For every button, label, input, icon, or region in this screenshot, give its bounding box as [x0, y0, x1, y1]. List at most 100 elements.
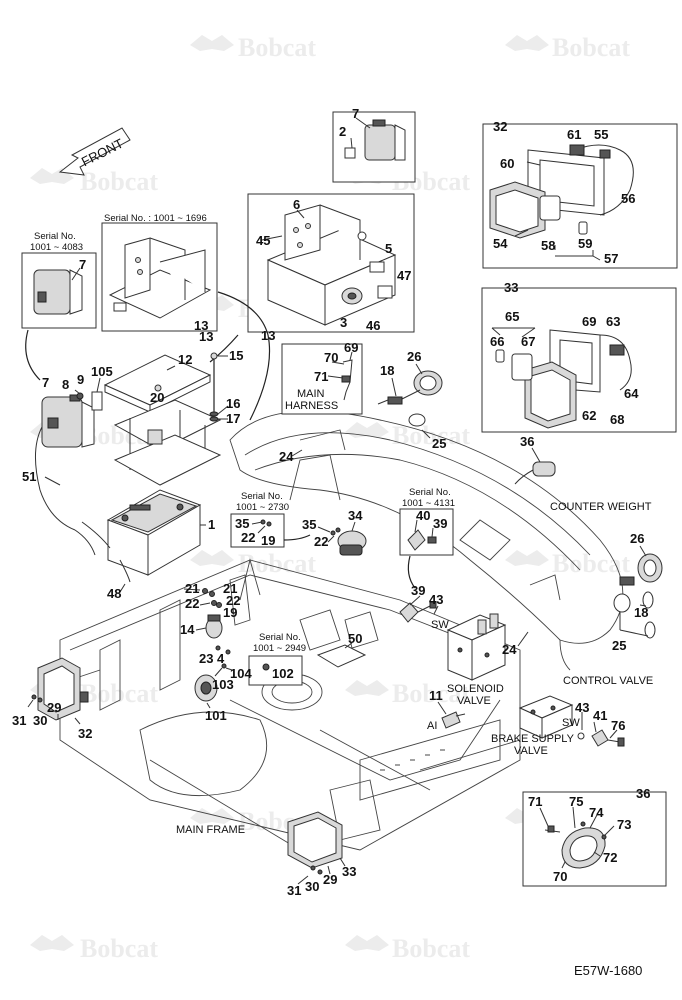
callout-35: 35: [235, 516, 249, 531]
counter-weight-structure: [229, 410, 624, 671]
callout-29: 29: [323, 872, 337, 887]
svg-text:Bobcat: Bobcat: [392, 679, 470, 708]
rear-lamp-upper: [377, 363, 443, 439]
ai-label: AI: [427, 720, 437, 732]
battery-bracket-12: [103, 354, 222, 486]
callout-55: 55: [594, 127, 608, 142]
callout-70: 70: [553, 869, 567, 884]
serial-4083-line2: 1001 ~ 4083: [30, 242, 83, 253]
callout-60: 60: [500, 156, 514, 171]
callout-67: 67: [521, 334, 535, 349]
callout-69: 69: [344, 340, 358, 355]
callout-19: 19: [261, 533, 275, 548]
inset-serial-4131: [399, 508, 454, 556]
callout-36: 36: [636, 786, 650, 801]
callout-21: 21: [185, 581, 199, 596]
horn-mount: [372, 119, 386, 127]
callout-13: 13: [194, 318, 208, 333]
watermark-logo: Bobcat: [345, 679, 470, 708]
small-hardware: [183, 588, 231, 655]
serial-2949-line2: 1001 ~ 2949: [253, 643, 306, 654]
watermark-logo: Bobcat: [345, 934, 470, 963]
main-harness-line2: HARNESS: [285, 400, 338, 412]
callout-74: 74: [589, 805, 604, 820]
callout-11: 11: [429, 688, 443, 703]
callout-25: 25: [432, 436, 446, 451]
main-harness-line1: MAIN: [297, 388, 325, 400]
watermark-logo: Bobcat: [30, 167, 158, 196]
callout-26: 26: [630, 531, 644, 546]
serial-2949-line1: Serial No.: [259, 632, 301, 643]
callout-101: 101: [205, 708, 227, 723]
callout-50: 50: [348, 631, 362, 646]
callout-2: 2: [339, 124, 346, 139]
callout-24: 24: [502, 642, 517, 657]
callout-57: 57: [604, 251, 618, 266]
callout-8: 8: [62, 377, 69, 392]
inset-frame: [230, 513, 285, 548]
watermark-logo: Bobcat: [190, 549, 316, 578]
callout-103: 103: [212, 677, 234, 692]
callout-47: 47: [397, 268, 411, 283]
solenoid-valve-line1: SOLENOID: [447, 683, 504, 695]
callout-45: 45: [256, 233, 270, 248]
watermark-logo: Bobcat: [190, 33, 316, 62]
bracket-part-2: [344, 147, 356, 159]
watermark-logo: Bobcat: [30, 934, 158, 963]
main-frame-label: MAIN FRAME: [176, 824, 245, 836]
callout-69: 69: [582, 314, 596, 329]
serial-4131-line2: 1001 ~ 4131: [402, 498, 455, 509]
callout-75: 75: [569, 794, 583, 809]
callout-104: 104: [230, 666, 252, 681]
callout-31: 31: [12, 713, 26, 728]
horn-body: [364, 124, 396, 161]
callout-22: 22: [314, 534, 328, 549]
callout-58: 58: [541, 238, 555, 253]
callout-9: 9: [77, 372, 84, 387]
serial-1696-label: Serial No. : 1001 ~ 1696: [104, 213, 207, 224]
callout-34: 34: [348, 508, 363, 523]
callout-22: 22: [241, 530, 255, 545]
callout-35: 35: [302, 517, 316, 532]
watermark-logo: Bobcat: [505, 33, 630, 62]
pressure-switch: [399, 595, 439, 623]
callout-70: 70: [324, 350, 338, 365]
counter-weight-label: COUNTER WEIGHT: [550, 501, 652, 513]
inset-work-light-32: [482, 123, 678, 269]
svg-text:Bobcat: Bobcat: [80, 934, 158, 963]
inset-serial-2949: [248, 655, 303, 686]
callout-21: 21: [223, 581, 237, 596]
callout-48: 48: [107, 586, 121, 601]
work-light-32-lower: [27, 657, 89, 725]
callout-76: 76: [611, 718, 625, 733]
inset-work-light-33: [481, 287, 677, 433]
callout-102: 102: [272, 666, 294, 681]
sw-label: SW: [562, 717, 580, 729]
svg-text:Bobcat: Bobcat: [552, 549, 630, 578]
svg-text:Bobcat: Bobcat: [392, 934, 470, 963]
callout-72: 72: [603, 850, 617, 865]
relay-34: [317, 521, 367, 556]
callout-19: 19: [223, 605, 237, 620]
serial-4083-line1: Serial No.: [34, 231, 76, 242]
callout-3: 3: [340, 315, 347, 330]
callout-16: 16: [226, 396, 240, 411]
callout-56: 56: [621, 191, 635, 206]
serial-2730-line2: 1001 ~ 2730: [236, 502, 289, 513]
cover-50: [316, 642, 367, 668]
inset-frame: [248, 655, 303, 686]
callout-26: 26: [407, 349, 421, 364]
marker-light-36: [514, 447, 556, 485]
callout-30: 30: [33, 713, 47, 728]
callout-59: 59: [578, 236, 592, 251]
connector: [569, 144, 585, 156]
bulb: [495, 349, 505, 363]
callout-43: 43: [429, 592, 443, 607]
bracket-105: [91, 391, 103, 411]
callout-13: 13: [199, 329, 213, 344]
callout-40: 40: [416, 508, 430, 523]
callout-7: 7: [79, 257, 86, 272]
callout-6: 6: [293, 197, 300, 212]
